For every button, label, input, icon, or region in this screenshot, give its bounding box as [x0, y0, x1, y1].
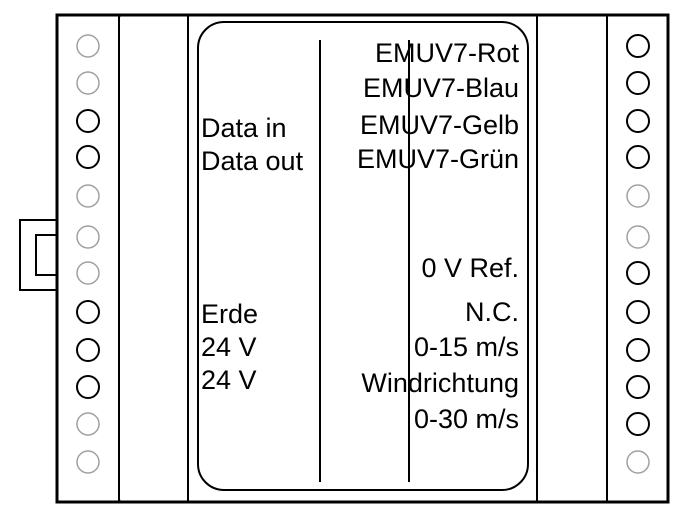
label-windrichtung: Windrichtung: [361, 368, 519, 398]
left-terminal-1: [76, 34, 100, 58]
right-terminal-3: [626, 109, 650, 133]
label-emuv7-gelb: EMUV7-Gelb: [360, 110, 519, 140]
label-24v-1: 24 V: [201, 332, 257, 362]
label-0-30-ms: 0-30 m/s: [414, 404, 519, 434]
left-terminal-6: [76, 225, 100, 249]
right-terminal-10: [626, 375, 650, 399]
label-0v-ref: 0 V Ref.: [421, 253, 519, 283]
left-terminal-block: [76, 34, 100, 474]
left-terminal-9: [76, 338, 100, 362]
left-terminal-4: [76, 145, 100, 169]
label-emuv7-gruen: EMUV7-Grün: [357, 144, 519, 174]
right-terminal-7: [626, 261, 650, 285]
right-terminal-8: [626, 300, 650, 324]
right-terminal-2: [626, 71, 650, 95]
left-terminal-3: [76, 109, 100, 133]
front-cover: [118, 14, 189, 503]
din-rail-clip: [19, 219, 57, 291]
label-emuv7-rot: EMUV7-Rot: [375, 38, 520, 68]
left-terminal-7: [76, 261, 100, 285]
left-terminal-10: [76, 375, 100, 399]
right-terminal-11: [626, 412, 650, 436]
module-housing: [55, 13, 670, 504]
right-terminal-9: [626, 338, 650, 362]
right-terminal-1: [626, 34, 650, 58]
label-24v-2: 24 V: [201, 365, 257, 395]
right-terminal-5: [626, 184, 650, 208]
left-terminal-2: [76, 71, 100, 95]
label-data-in: Data in: [201, 113, 287, 143]
right-terminal-block: [626, 34, 650, 474]
left-terminal-5: [76, 184, 100, 208]
label-erde: Erde: [201, 299, 258, 329]
right-terminal-6: [626, 225, 650, 249]
right-terminal-4: [626, 145, 650, 169]
label-data-out: Data out: [201, 146, 304, 176]
label-area: [197, 21, 529, 491]
right-terminal-12: [626, 450, 650, 474]
left-terminal-11: [76, 412, 100, 436]
label-nc: N.C.: [465, 297, 519, 327]
label-0-15-ms: 0-15 m/s: [414, 332, 519, 362]
label-emuv7-blau: EMUV7-Blau: [363, 73, 519, 103]
left-terminal-8: [76, 300, 100, 324]
left-terminal-12: [76, 450, 100, 474]
